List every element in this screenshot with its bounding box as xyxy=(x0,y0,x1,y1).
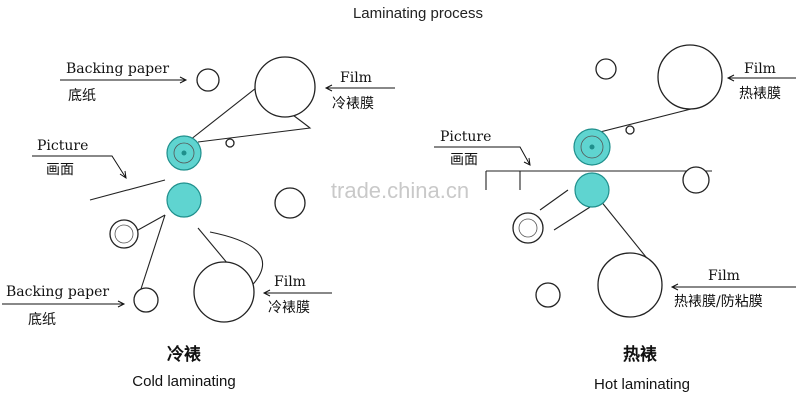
hot-picture-label-en: Picture xyxy=(440,129,491,145)
cold-caption-cn: 冷裱 xyxy=(167,344,201,365)
cold-caption-en: Cold laminating xyxy=(132,373,235,390)
cold-film-top-label-en: Film xyxy=(340,70,372,86)
cold-backing-bottom-roll xyxy=(133,287,159,313)
hot-film-bottom-arrow xyxy=(670,283,796,291)
cold-idle-roll xyxy=(274,187,306,219)
cold-film-bottom-arrow xyxy=(262,289,332,297)
cold-film-top-web xyxy=(189,87,257,141)
hot-film-bottom-label-cn: 热裱膜/防粘膜 xyxy=(674,294,763,310)
hot-picture-arrow xyxy=(434,146,531,166)
cold-film-bottom-label-cn: 冷裱膜 xyxy=(268,300,310,316)
cold-backing-top-label-en: Backing paper xyxy=(66,61,169,77)
cold-laminating-diagram: Backing paper 底纸 Film 冷裱膜 Picture 画面 Bac… xyxy=(2,56,395,390)
cold-film-bottom-roll xyxy=(193,261,255,323)
cold-backing-top-label-cn: 底纸 xyxy=(68,88,96,104)
hot-film-bottom-web xyxy=(599,199,651,263)
cold-film-top-arrow xyxy=(324,84,395,92)
hot-film-top-roll xyxy=(657,44,723,110)
hot-picture-label-cn: 画面 xyxy=(450,152,478,168)
hot-caption-cn: 热裱 xyxy=(623,344,657,365)
cold-film-top-label-cn: 冷裱膜 xyxy=(332,96,374,112)
cold-backing-bottom-web xyxy=(139,214,166,293)
cold-film-bottom-label-en: Film xyxy=(274,274,306,290)
hot-film-top-web xyxy=(599,107,696,133)
hot-film-bottom-roll xyxy=(597,252,663,318)
watermark: trade.china.cn xyxy=(331,178,469,203)
hot-caption-en: Hot laminating xyxy=(594,376,690,393)
cold-backing-top-roll xyxy=(196,68,220,92)
hot-film-top-label-en: Film xyxy=(744,61,776,77)
hot-idle-roll-right xyxy=(682,166,710,194)
hot-nip-roller-bottom xyxy=(574,172,610,208)
hot-idle-roll-bottom xyxy=(535,282,561,308)
cold-nip-roller-bottom xyxy=(166,182,202,218)
cold-picture-label-cn: 画面 xyxy=(46,162,74,178)
cold-backing-bottom-arrow xyxy=(2,300,126,308)
cold-picture-roll xyxy=(109,219,139,249)
hot-guide-roller xyxy=(625,125,635,135)
hot-film-top-arrow xyxy=(726,74,796,82)
hot-idle-roll-top xyxy=(595,58,617,80)
cold-backing-bottom-label-en: Backing paper xyxy=(6,284,109,300)
cold-film-top-roll xyxy=(254,56,316,118)
cold-picture-arrow xyxy=(32,155,127,180)
diagram-title: Laminating process xyxy=(353,5,483,22)
cold-picture-web xyxy=(89,179,166,201)
cold-picture-label-en: Picture xyxy=(37,138,88,154)
cold-backing-bottom-label-cn: 底纸 xyxy=(28,312,56,328)
cold-guide-roller xyxy=(225,138,235,148)
hot-laminating-diagram: Film 热裱膜 Picture 画面 Film 热裱膜/防粘膜 热裱 Hot … xyxy=(434,44,796,393)
hot-film-top-label-cn: 热裱膜 xyxy=(739,86,781,102)
cold-backing-top-arrow xyxy=(60,76,188,84)
hot-film-bottom-label-en: Film xyxy=(708,268,740,284)
hot-picture-roll xyxy=(512,212,544,244)
